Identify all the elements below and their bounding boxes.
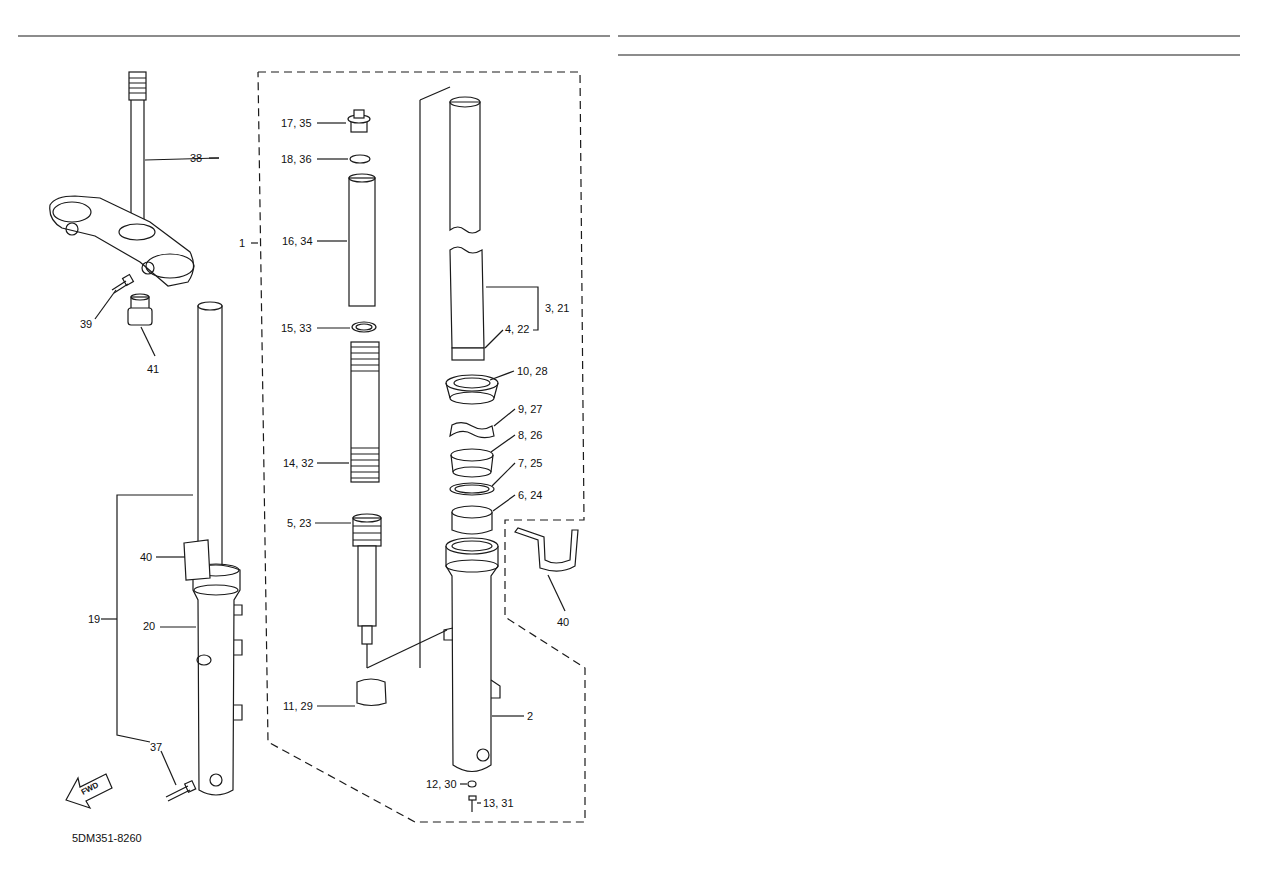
callout-number: 16, 34 [282, 234, 313, 248]
callout-number: 13, 31 [483, 796, 514, 810]
callout-number: 14, 32 [283, 456, 314, 470]
diagram-code: 5DM351-8260 [72, 831, 142, 845]
callout-number: 18, 36 [281, 152, 312, 166]
callout-number: 19 [88, 612, 100, 626]
callout-number: 15, 33 [281, 321, 312, 335]
callout-number: 40 [140, 550, 152, 564]
callout-number: 40 [557, 615, 569, 629]
callout-number: 1 [239, 236, 245, 250]
callout-number: 2 [527, 709, 533, 723]
callout-number: 39 [80, 317, 92, 331]
callout-number: 37 [150, 740, 162, 754]
callout-number: 38 [190, 151, 202, 165]
callout-number: 11, 29 [283, 699, 313, 713]
callout-number: 12, 30 [426, 777, 457, 791]
callout-number: 5, 23 [287, 516, 311, 530]
callout-number: 17, 35 [281, 116, 312, 130]
callout-number: 7, 25 [518, 456, 542, 470]
callout-number: 3, 21 [545, 301, 569, 315]
callout-number: 20 [143, 619, 155, 633]
callout-number: 9, 27 [518, 402, 542, 416]
callout-number: 8, 26 [518, 428, 542, 442]
callout-number: 10, 28 [517, 364, 548, 378]
callout-number: 4, 22 [505, 322, 529, 336]
callout-number: 41 [147, 362, 159, 376]
callout-number: 6, 24 [518, 488, 542, 502]
